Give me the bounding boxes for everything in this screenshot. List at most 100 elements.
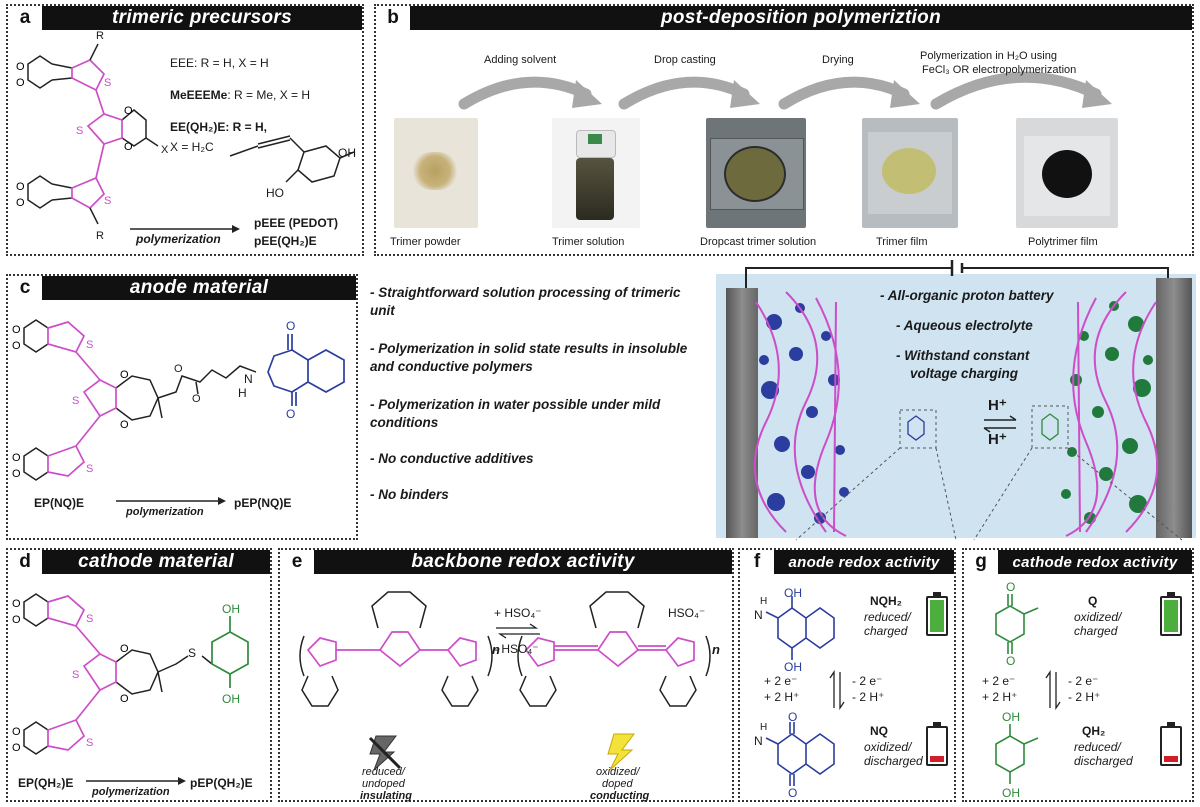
panel-header: g cathode redox activity	[964, 550, 1192, 574]
meeeeme-name: MeEEEMe	[170, 88, 228, 102]
doping-forward-label: + HSO₄⁻	[494, 606, 542, 620]
amine-h-label: H	[238, 386, 247, 400]
right-state-1: oxidized/	[596, 766, 640, 778]
svg-text:O: O	[192, 393, 201, 405]
svg-text:S: S	[104, 77, 111, 89]
polymerization-arrow	[86, 777, 186, 785]
panel-a: a trimeric precursors S S S O O O O O O	[6, 4, 364, 256]
amine-n-label: N	[244, 372, 253, 386]
nqh2-oh-bottom: OH	[784, 660, 802, 674]
svg-text:O: O	[286, 319, 295, 333]
oh-bottom-label: OH	[222, 692, 240, 706]
svg-text:O: O	[12, 726, 21, 738]
svg-text:S: S	[104, 195, 111, 207]
x-label: X	[161, 144, 169, 156]
svg-text:O: O	[12, 598, 21, 610]
nqh2-label: NQH₂	[870, 594, 902, 608]
nq-o-bottom: O	[788, 786, 798, 800]
svg-text:O: O	[16, 61, 25, 73]
panel-header: f anode redox activity	[740, 550, 954, 574]
step-polymerization-1: Polymerization in H₂O using	[920, 50, 1057, 62]
nqh2-n-label: N	[754, 608, 763, 622]
process-arrows	[458, 71, 1112, 110]
panel-letter: b	[376, 6, 410, 30]
svg-text:O: O	[124, 141, 133, 153]
end-material-label: pEP(NQ)E	[234, 496, 292, 510]
svg-text:O: O	[16, 181, 25, 193]
bullet-no-binders: - No binders	[370, 487, 449, 502]
proton-label-reverse: H⁺	[988, 431, 1007, 448]
product-peeqh2e: pEE(QH₂)E	[254, 234, 317, 248]
polymerization-label: polymerization	[126, 506, 204, 518]
svg-text:O: O	[12, 340, 21, 352]
panel-title: cathode material	[78, 551, 234, 572]
reduction-protons: + 2 H⁺	[764, 690, 800, 704]
reduction-electrons: + 2 e⁻	[764, 674, 798, 688]
svg-text:S: S	[86, 463, 93, 475]
battery-feature-2: - Aqueous electrolyte	[896, 318, 1033, 333]
right-state-3: conducting	[590, 790, 650, 802]
polymerization-label: polymerization	[92, 786, 170, 798]
panel-letter: f	[740, 550, 774, 574]
battery-feature-1: - All-organic proton battery	[880, 288, 1054, 303]
oxidation-electrons: - 2 e⁻	[1068, 674, 1099, 688]
svg-text:O: O	[174, 363, 183, 375]
svg-text:S: S	[72, 669, 79, 681]
panel-e: e backbone redox activity n n HSO₄⁻ + HS…	[278, 548, 734, 802]
bullet-solution-processing: - Straightforward solution processing of…	[370, 285, 681, 318]
battery-discharged-icon	[1160, 722, 1182, 766]
r-top-label: R	[96, 30, 104, 42]
left-state-2: undoped	[362, 778, 405, 790]
caption-polytrimer-film: Polytrimer film	[1028, 236, 1098, 248]
meeeeme-rest: : R = Me, X = H	[227, 88, 311, 102]
photo-trimer-film	[862, 118, 958, 228]
qh2-oh-bottom: OH	[1002, 786, 1020, 800]
svg-text:O: O	[286, 407, 295, 421]
eeqh2e-definition: EE(QH₂)E: R = H,	[170, 120, 268, 134]
svg-text:S: S	[86, 339, 93, 351]
hydroquinone-substituent	[229, 135, 355, 183]
insulating-icon	[368, 735, 402, 771]
nq-o-top: O	[788, 710, 798, 724]
panel-title: anode redox activity	[788, 553, 940, 571]
panel-header: e backbone redox activity	[280, 550, 732, 574]
nqh2-state-2: charged	[864, 624, 908, 638]
oxidation-electrons: - 2 e⁻	[852, 674, 883, 688]
svg-text:S: S	[86, 613, 93, 625]
caption-trimer-powder: Trimer powder	[390, 236, 461, 248]
end-material-label: pEP(QH₂)E	[190, 776, 253, 790]
conducting-icon	[607, 733, 635, 771]
left-state-3: insulating	[360, 790, 412, 802]
nq-h-label: H	[760, 722, 768, 733]
svg-text:O: O	[16, 77, 25, 89]
qh2-label: QH₂	[1082, 724, 1106, 738]
panel-title: cathode redox activity	[1012, 553, 1178, 571]
panel-g: g cathode redox activity O O Q oxidized/…	[962, 548, 1194, 802]
svg-text:O: O	[120, 643, 129, 655]
ho-label: HO	[266, 186, 284, 200]
oh-top-label: OH	[222, 602, 240, 616]
svg-text:O: O	[124, 105, 133, 117]
trimer-structure: S S S O O O O O O	[16, 43, 159, 225]
doping-reverse-label: - HSO₄⁻	[494, 642, 539, 656]
panel-title: backbone redox activity	[411, 551, 635, 572]
reduction-protons: + 2 H⁺	[982, 690, 1018, 704]
svg-text:S: S	[76, 125, 83, 137]
qh2-oh-top: OH	[1002, 710, 1020, 724]
sulfur-label: S	[188, 646, 197, 660]
equilibrium-arrows	[496, 623, 540, 639]
start-material-label: EP(NQ)E	[34, 496, 85, 510]
caption-trimer-solution: Trimer solution	[552, 236, 625, 248]
nq-label: NQ	[870, 724, 888, 738]
svg-text:O: O	[120, 419, 129, 431]
svg-text:O: O	[12, 614, 21, 626]
step-drop-casting: Drop casting	[654, 54, 716, 66]
oxidation-protons: - 2 H⁺	[852, 690, 885, 704]
product-pedot: pEEE (PEDOT)	[254, 216, 339, 230]
ep-qh2-e-structure: S S S O O O O O O	[12, 593, 249, 755]
start-material-label: EP(QH₂)E	[18, 776, 74, 790]
electrode-particles	[753, 291, 1183, 541]
battery-charged-icon	[926, 592, 948, 636]
polymerization-arrow	[130, 225, 240, 233]
photo-polytrimer-film	[1016, 118, 1118, 228]
